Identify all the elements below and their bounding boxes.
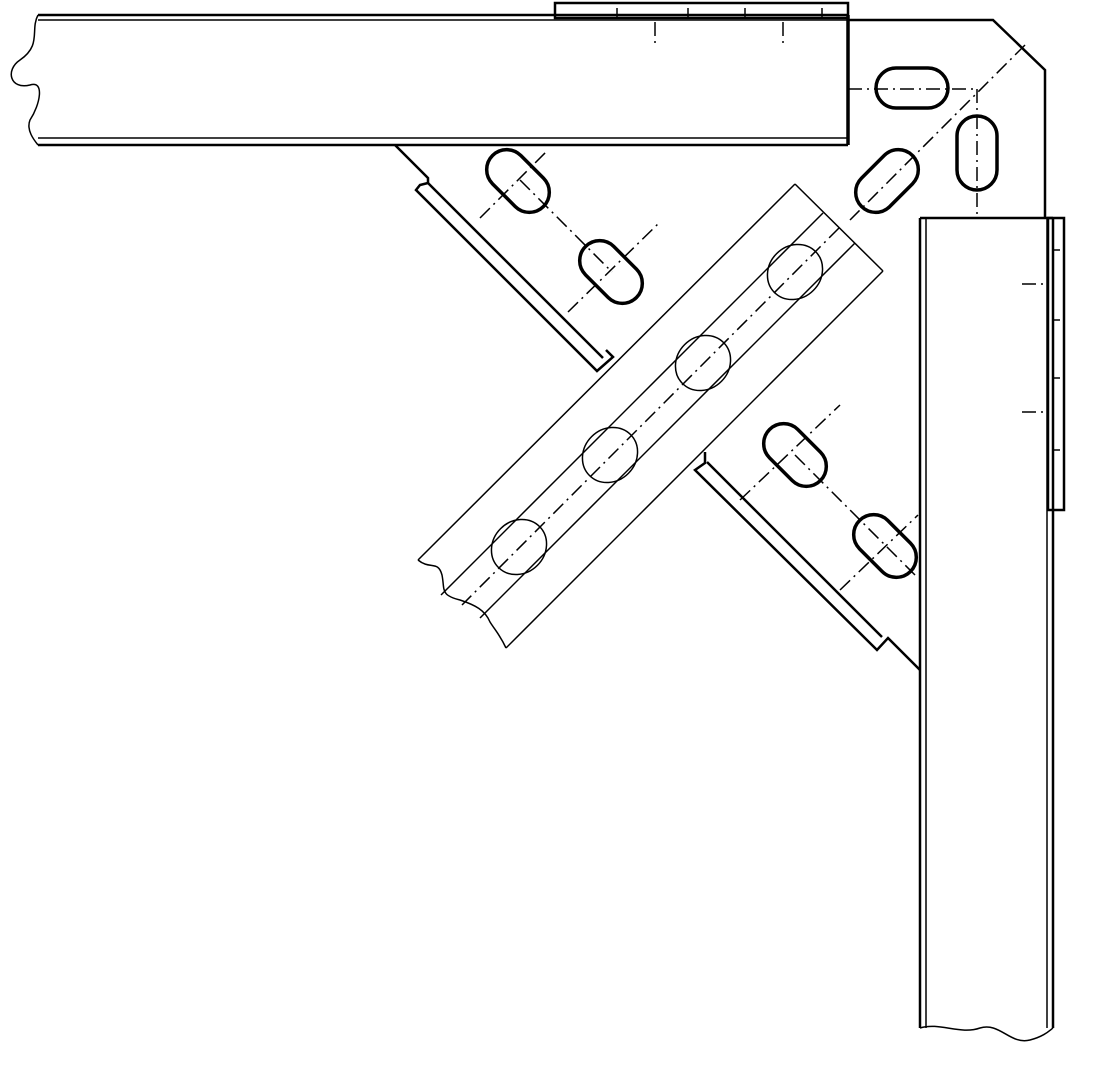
break-line bbox=[919, 1025, 1054, 1042]
slot bbox=[761, 421, 829, 489]
gusset-plate bbox=[848, 18, 1047, 218]
top-splice-plate bbox=[553, 1, 850, 20]
slot bbox=[851, 512, 919, 580]
brace-holes bbox=[490, 243, 824, 576]
right-column bbox=[918, 216, 1055, 1042]
slot bbox=[874, 66, 950, 110]
hole bbox=[581, 426, 639, 484]
diagonal-brace bbox=[417, 183, 884, 649]
break-line bbox=[10, 14, 41, 146]
upper-angle-cleat bbox=[394, 144, 661, 373]
top-beam bbox=[10, 13, 850, 147]
gusset-slots bbox=[484, 66, 999, 580]
slot bbox=[853, 147, 921, 215]
slot bbox=[577, 238, 645, 306]
hole bbox=[490, 518, 548, 576]
hole bbox=[766, 243, 824, 301]
slot bbox=[955, 114, 999, 192]
hole bbox=[674, 334, 732, 392]
break-line bbox=[417, 559, 507, 649]
side-splice-plate bbox=[1046, 216, 1066, 512]
slot bbox=[484, 147, 552, 215]
lower-angle-cleat bbox=[693, 404, 921, 671]
